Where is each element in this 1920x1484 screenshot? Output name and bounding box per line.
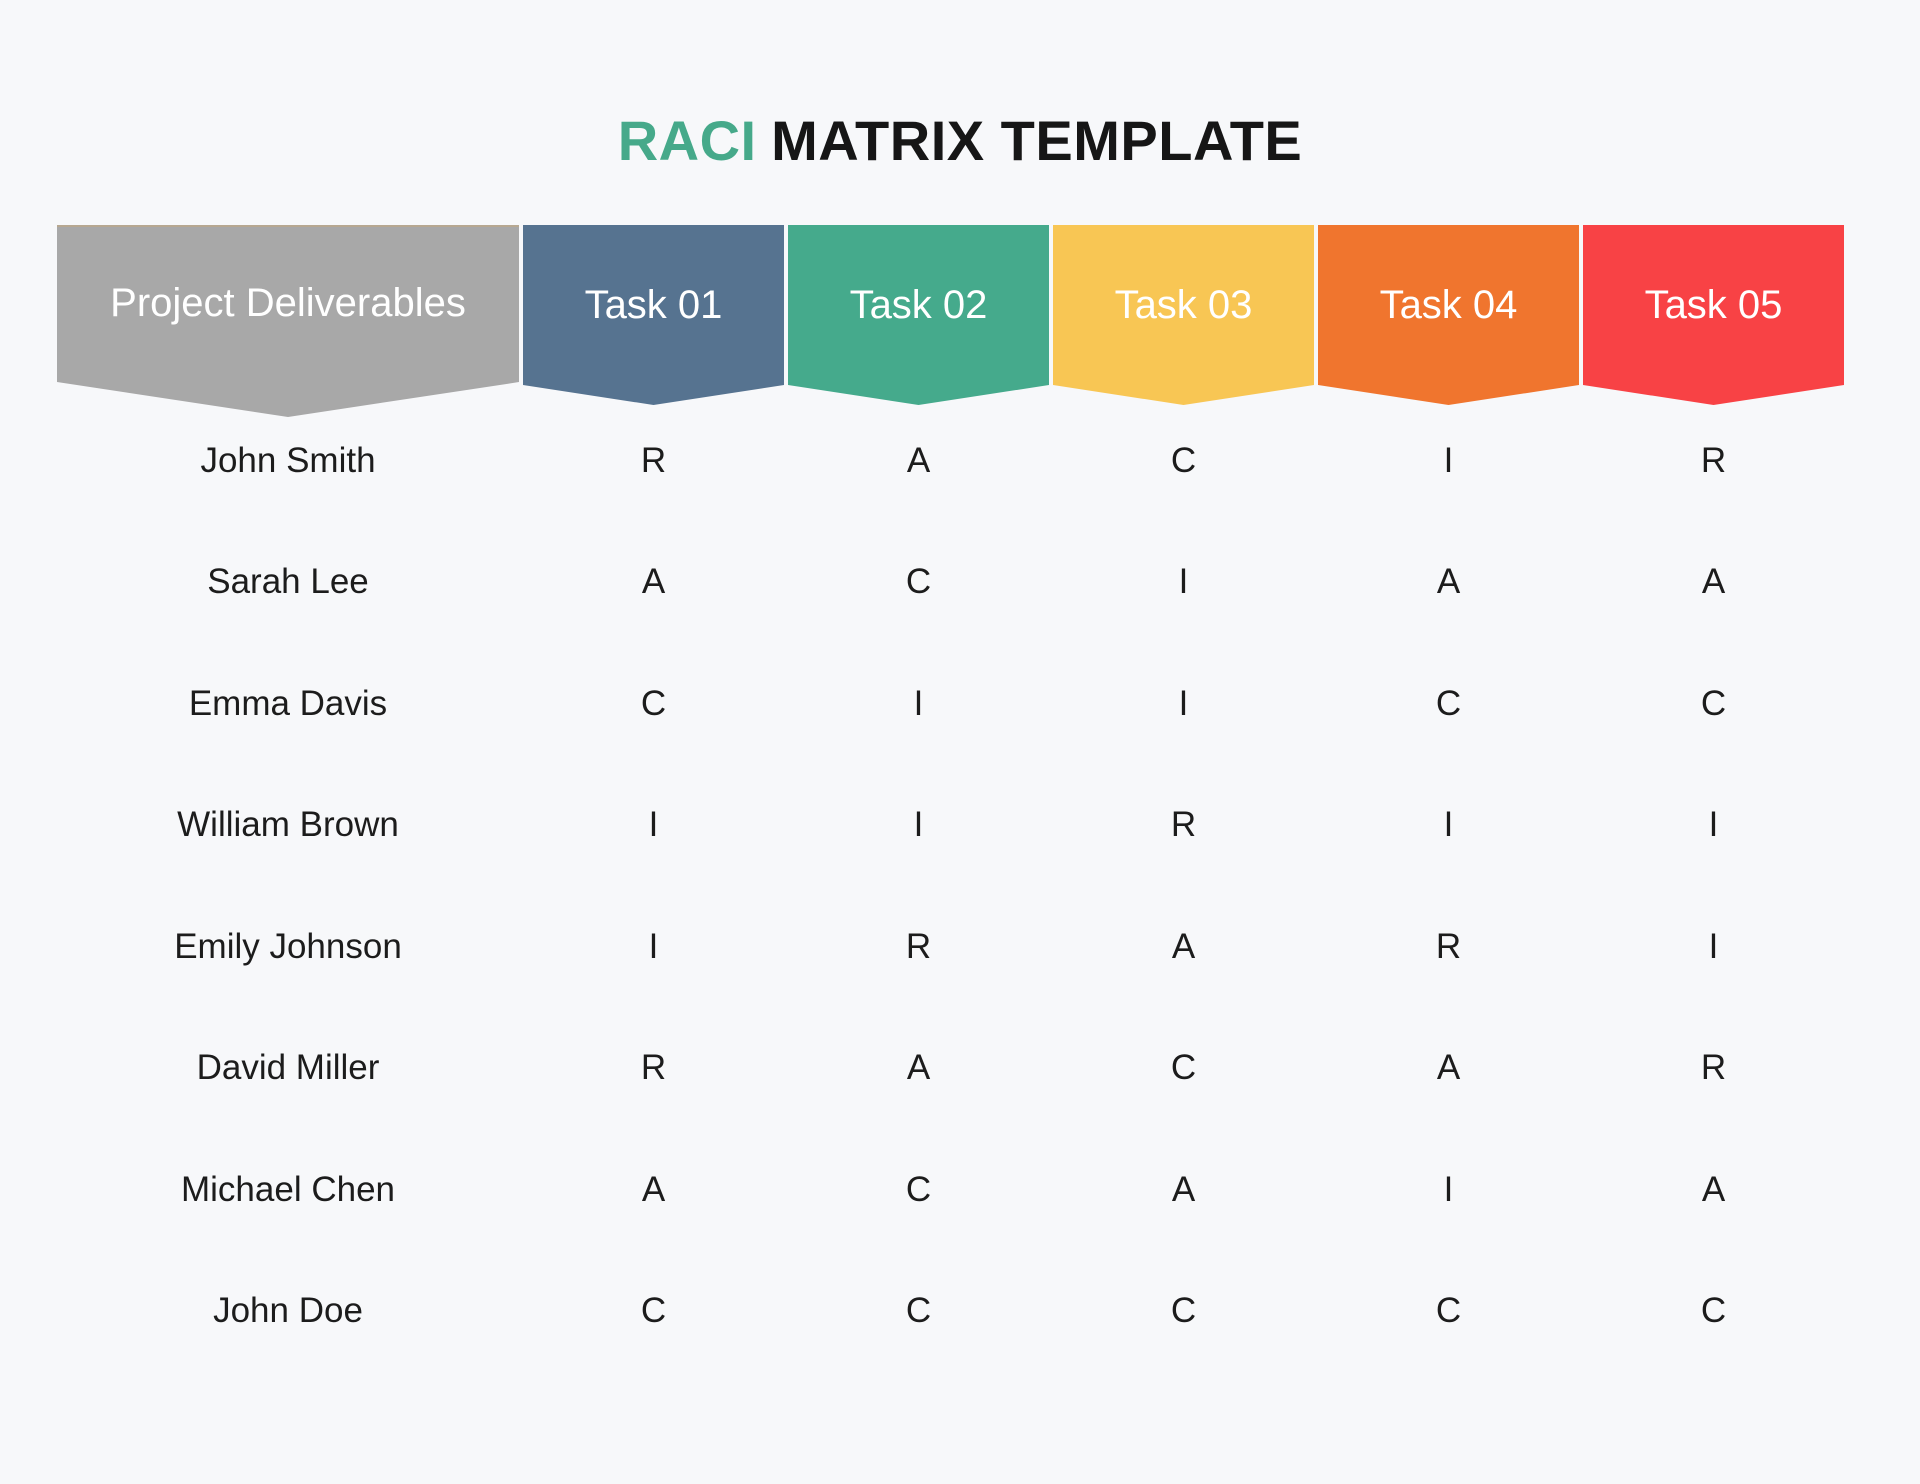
raci-cell: C bbox=[1170, 1048, 1197, 1088]
raci-cell: R bbox=[1700, 1048, 1727, 1088]
raci-cell: C bbox=[1700, 1291, 1727, 1331]
raci-cell: C bbox=[1435, 1291, 1462, 1331]
raci-cell: I bbox=[1708, 805, 1719, 845]
header-row: Project Deliverables Task 01 Task 02 Tas… bbox=[57, 225, 1844, 417]
table-row: John Doe C C C C C bbox=[57, 1251, 1844, 1373]
row-name: Emily Johnson bbox=[174, 926, 402, 966]
table-row: Emma Davis C I I C C bbox=[57, 643, 1844, 765]
page-title-accent: RACI bbox=[617, 108, 757, 172]
matrix-body: John Smith R A C I R Sarah Lee A C I A A… bbox=[57, 400, 1844, 1372]
header-label: Task 02 bbox=[849, 282, 988, 327]
row-name: David Miller bbox=[196, 1048, 380, 1088]
table-row: William Brown I I R I I bbox=[57, 765, 1844, 887]
table-row: Sarah Lee A C I A A bbox=[57, 522, 1844, 644]
raci-cell: C bbox=[905, 562, 932, 602]
raci-cell: A bbox=[1171, 1169, 1196, 1209]
header-label: Task 01 bbox=[584, 282, 723, 327]
raci-cell: A bbox=[1436, 562, 1461, 602]
header-label: Task 04 bbox=[1379, 282, 1518, 327]
raci-cell: I bbox=[1443, 805, 1454, 845]
raci-cell: A bbox=[1701, 562, 1726, 602]
row-name: Michael Chen bbox=[181, 1169, 395, 1209]
row-name: John Smith bbox=[200, 440, 376, 480]
raci-cell: C bbox=[1170, 440, 1197, 480]
page-title-rest: MATRIX TEMPLATE bbox=[771, 108, 1303, 172]
raci-cell: R bbox=[1700, 440, 1727, 480]
table-row: Michael Chen A C A I A bbox=[57, 1129, 1844, 1251]
raci-cell: A bbox=[1436, 1048, 1461, 1088]
header-label: Task 03 bbox=[1114, 282, 1253, 327]
raci-cell: C bbox=[640, 683, 667, 723]
table-row: John Smith R A C I R bbox=[57, 400, 1844, 522]
raci-cell: A bbox=[1171, 926, 1196, 966]
raci-cell: I bbox=[648, 805, 659, 845]
header-banner-task-02: Task 02 bbox=[788, 225, 1049, 405]
row-name: Emma Davis bbox=[188, 683, 388, 723]
raci-cell: C bbox=[1435, 683, 1462, 723]
header-banner-task-01: Task 01 bbox=[523, 225, 784, 405]
raci-cell: A bbox=[906, 440, 931, 480]
header-banner-task-03: Task 03 bbox=[1053, 225, 1314, 405]
raci-cell: I bbox=[1708, 926, 1719, 966]
raci-cell: I bbox=[1178, 562, 1189, 602]
header-banner-project-deliverables: Project Deliverables bbox=[57, 225, 519, 417]
header-banner-task-05: Task 05 bbox=[1583, 225, 1844, 405]
raci-cell: A bbox=[641, 1169, 666, 1209]
raci-cell: R bbox=[1435, 926, 1462, 966]
raci-cell: A bbox=[906, 1048, 931, 1088]
raci-cell: I bbox=[913, 683, 924, 723]
table-row: David Miller R A C A R bbox=[57, 1008, 1844, 1130]
raci-cell: R bbox=[1170, 805, 1197, 845]
raci-cell: C bbox=[905, 1291, 932, 1331]
header-label: Task 05 bbox=[1644, 282, 1783, 327]
raci-cell: C bbox=[905, 1169, 932, 1209]
header-banner-task-04: Task 04 bbox=[1318, 225, 1579, 405]
header-label: Project Deliverables bbox=[110, 281, 466, 325]
raci-cell: C bbox=[640, 1291, 667, 1331]
raci-cell: R bbox=[640, 1048, 667, 1088]
raci-cell: A bbox=[641, 562, 666, 602]
raci-cell: I bbox=[1443, 1169, 1454, 1209]
row-name: John Doe bbox=[213, 1291, 363, 1331]
raci-cell: C bbox=[1700, 683, 1727, 723]
row-name: Sarah Lee bbox=[207, 562, 369, 602]
raci-cell: I bbox=[1443, 440, 1454, 480]
row-name: William Brown bbox=[177, 805, 399, 845]
raci-cell: I bbox=[648, 926, 659, 966]
raci-cell: A bbox=[1701, 1169, 1726, 1209]
raci-cell: R bbox=[640, 440, 667, 480]
table-row: Emily Johnson I R A R I bbox=[57, 886, 1844, 1008]
raci-cell: C bbox=[1170, 1291, 1197, 1331]
raci-cell: I bbox=[1178, 683, 1189, 723]
raci-cell: R bbox=[905, 926, 932, 966]
raci-cell: I bbox=[913, 805, 924, 845]
